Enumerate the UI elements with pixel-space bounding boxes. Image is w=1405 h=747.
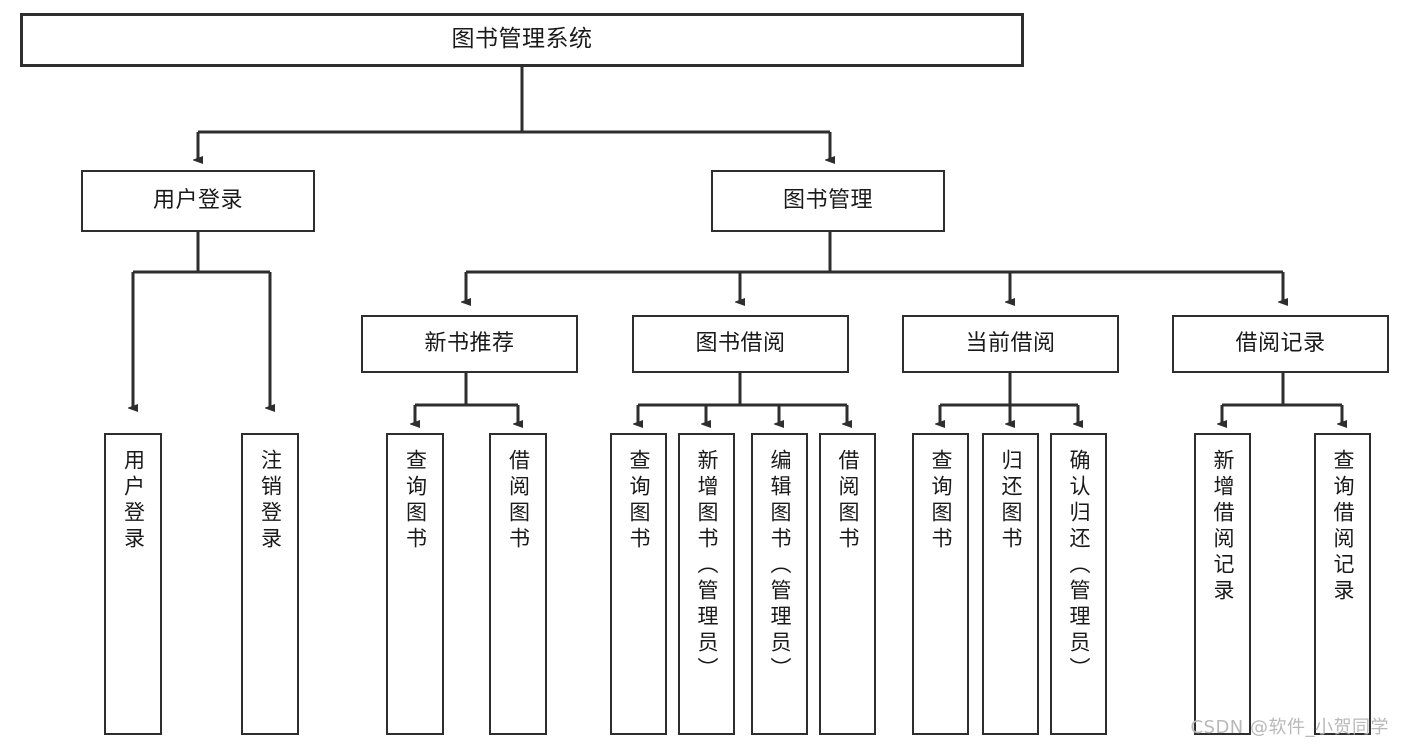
node-leaf-edit-book-label: 编辑图书（管理员） xyxy=(768,449,792,683)
node-book-management[interactable]: 图书管理 xyxy=(711,170,945,232)
node-leaf-logout-label: 注销登录 xyxy=(258,449,283,553)
node-current-borrow-label: 当前借阅 xyxy=(965,330,1056,356)
node-leaf-confirm-return-label: 确认归还（管理员） xyxy=(1067,449,1091,683)
node-leaf-add-book[interactable]: 新增图书（管理员） xyxy=(678,433,735,735)
node-leaf-logout[interactable]: 注销登录 xyxy=(241,433,299,735)
node-borrow-record-label: 借阅记录 xyxy=(1235,330,1326,356)
node-book-borrow-label: 图书借阅 xyxy=(695,330,786,356)
node-leaf-borrow-book-recommendation[interactable]: 借阅图书 xyxy=(489,433,547,735)
node-user-login-label: 用户登录 xyxy=(152,187,243,213)
node-book-management-label: 图书管理 xyxy=(782,187,873,213)
node-leaf-query-book-borrow-label: 查询图书 xyxy=(627,449,651,553)
node-leaf-borrow-book-label: 借阅图书 xyxy=(836,449,860,553)
node-current-borrow[interactable]: 当前借阅 xyxy=(902,315,1119,373)
node-root[interactable]: 图书管理系统 xyxy=(20,13,1024,67)
node-leaf-return-book-label: 归还图书 xyxy=(999,449,1023,553)
node-borrow-record[interactable]: 借阅记录 xyxy=(1172,315,1389,373)
node-leaf-query-book-recommendation[interactable]: 查询图书 xyxy=(386,433,444,735)
node-leaf-add-book-label: 新增图书（管理员） xyxy=(695,449,719,683)
node-leaf-query-book-borrow[interactable]: 查询图书 xyxy=(610,433,667,735)
node-leaf-user-login-label: 用户登录 xyxy=(121,449,146,553)
node-leaf-query-book-recommendation-label: 查询图书 xyxy=(403,449,428,553)
node-leaf-user-login[interactable]: 用户登录 xyxy=(104,433,162,735)
node-leaf-borrow-book[interactable]: 借阅图书 xyxy=(819,433,876,735)
node-leaf-add-borrow-record[interactable]: 新增借阅记录 xyxy=(1194,433,1251,735)
node-leaf-edit-book[interactable]: 编辑图书（管理员） xyxy=(751,433,808,735)
node-leaf-confirm-return[interactable]: 确认归还（管理员） xyxy=(1050,433,1107,735)
node-leaf-return-book[interactable]: 归还图书 xyxy=(982,433,1039,735)
node-user-login[interactable]: 用户登录 xyxy=(81,170,315,232)
node-new-book-recommendation-label: 新书推荐 xyxy=(424,330,515,356)
node-leaf-borrow-book-recommendation-label: 借阅图书 xyxy=(506,449,531,553)
node-book-borrow[interactable]: 图书借阅 xyxy=(632,315,849,373)
node-leaf-query-book-current-label: 查询图书 xyxy=(929,449,953,553)
node-root-label: 图书管理系统 xyxy=(451,26,593,53)
node-leaf-query-borrow-record-label: 查询借阅记录 xyxy=(1331,449,1355,605)
node-leaf-query-book-current[interactable]: 查询图书 xyxy=(912,433,969,735)
node-new-book-recommendation[interactable]: 新书推荐 xyxy=(361,315,578,373)
node-leaf-query-borrow-record[interactable]: 查询借阅记录 xyxy=(1314,433,1371,735)
node-leaf-add-borrow-record-label: 新增借阅记录 xyxy=(1211,449,1235,605)
